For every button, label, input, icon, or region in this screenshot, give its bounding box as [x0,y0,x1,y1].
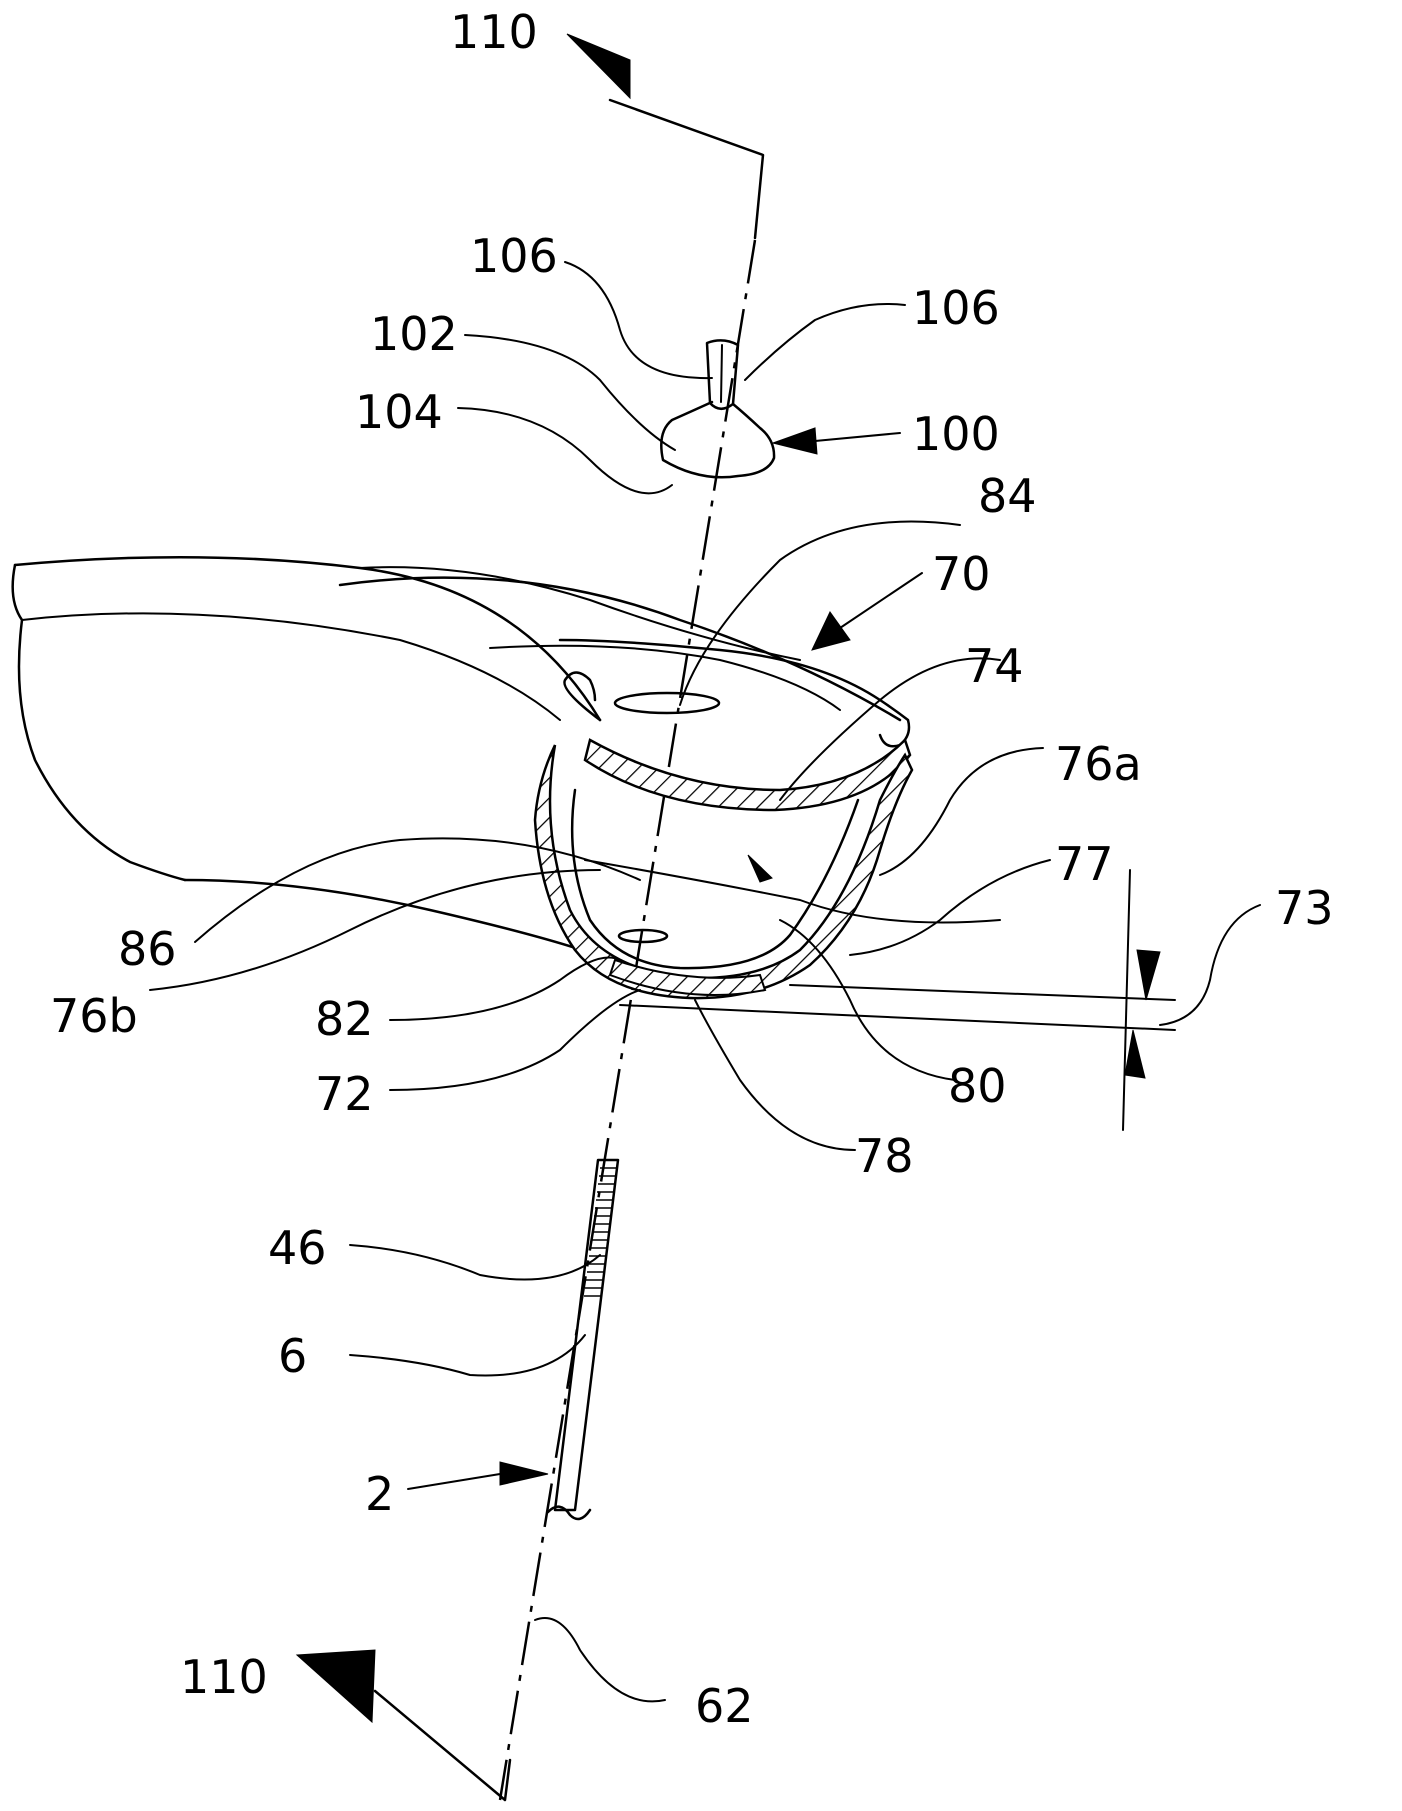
reference-labels: 110 106 106 102 104 100 84 70 74 76a 77 … [50,5,1334,1733]
label-62: 62 [695,1679,754,1733]
label-82: 82 [315,992,374,1046]
label-102: 102 [370,307,458,361]
label-100: 100 [912,407,1000,461]
spoke-2 [548,1160,618,1519]
arrow-100 [773,428,817,454]
arrow-2 [500,1462,548,1485]
arrow-70 [812,612,850,650]
label-73: 73 [1275,881,1334,935]
section-line-top [567,34,763,238]
label-70: 70 [932,547,991,601]
label-2: 2 [365,1467,394,1521]
section-arrow-top [567,34,630,98]
label-46: 46 [268,1221,327,1275]
nipple-100 [661,340,774,477]
label-80: 80 [948,1059,1007,1113]
label-110-bottom: 110 [180,1650,268,1704]
label-74: 74 [965,639,1024,693]
section-arrow-bottom [297,1650,375,1722]
hole-84 [615,693,719,713]
dimension-73 [620,870,1175,1130]
label-76b: 76b [50,989,138,1043]
label-106-left: 106 [470,229,558,283]
label-86: 86 [118,922,177,976]
label-104: 104 [355,385,443,439]
axis-62 [500,240,755,1800]
label-76a: 76a [1055,737,1142,791]
label-78: 78 [855,1129,914,1183]
label-72: 72 [315,1067,374,1121]
label-84: 84 [978,469,1037,523]
label-106-right: 106 [912,281,1000,335]
label-6: 6 [278,1329,307,1383]
label-110-top: 110 [450,5,538,59]
label-77: 77 [1055,837,1114,891]
section-line-bottom [297,1650,510,1800]
